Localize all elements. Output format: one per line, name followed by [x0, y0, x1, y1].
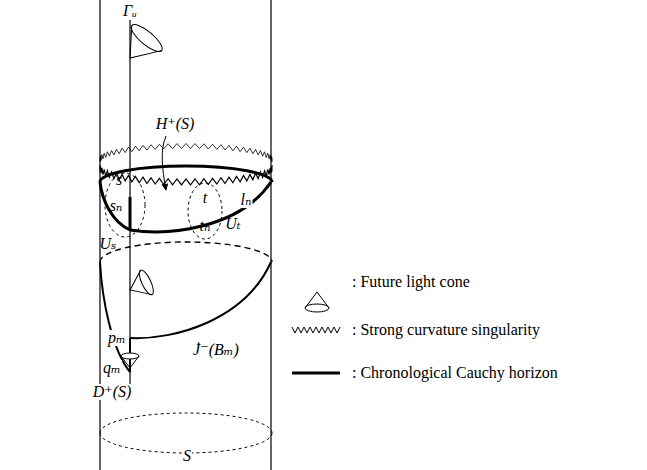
- math-label: Γᵤ: [122, 3, 138, 19]
- math-label: H⁺(S): [155, 116, 196, 132]
- point-label: s: [116, 172, 122, 188]
- legend-text: : Future light cone: [352, 274, 470, 290]
- neighbourhood: ttₙUₜ: [187, 182, 223, 240]
- initial-surface: [100, 413, 272, 433]
- math-label: pₘ: [107, 330, 127, 346]
- point-label: Uₜ: [225, 216, 241, 232]
- achronal-boundary: [130, 262, 271, 338]
- math-label: D⁺(S): [92, 384, 133, 400]
- math-label: S: [182, 448, 192, 464]
- singularity: [100, 144, 272, 162]
- math-label: qₘ: [102, 360, 122, 376]
- neighbourhood: ssₙUₛ: [104, 172, 146, 238]
- math-label: lₙ: [240, 192, 253, 208]
- cauchy-horizon: [100, 182, 130, 230]
- light-cone: [124, 268, 156, 302]
- singularity-sample: [292, 327, 340, 333]
- point-label: t: [203, 190, 207, 206]
- singularity: [100, 165, 272, 185]
- math-label: J̇⁻(Bₘ): [192, 342, 240, 358]
- legend-text: : Chronological Cauchy horizon: [352, 365, 558, 381]
- point-label: sₙ: [110, 198, 123, 214]
- point-label: Uₛ: [100, 236, 117, 252]
- light-cone-sample: [305, 292, 329, 312]
- point-label: tₙ: [200, 218, 211, 234]
- cauchy-horizon: [129, 197, 132, 230]
- achronal-boundary: [100, 242, 272, 262]
- leader-arrow: [162, 136, 166, 190]
- legend-text: : Strong curvature singularity: [352, 322, 540, 338]
- cylinder-wall: [270, 0, 271, 470]
- light-cone: [121, 353, 139, 368]
- light-cone: [115, 21, 166, 71]
- cauchy-horizon-sample: [292, 372, 340, 375]
